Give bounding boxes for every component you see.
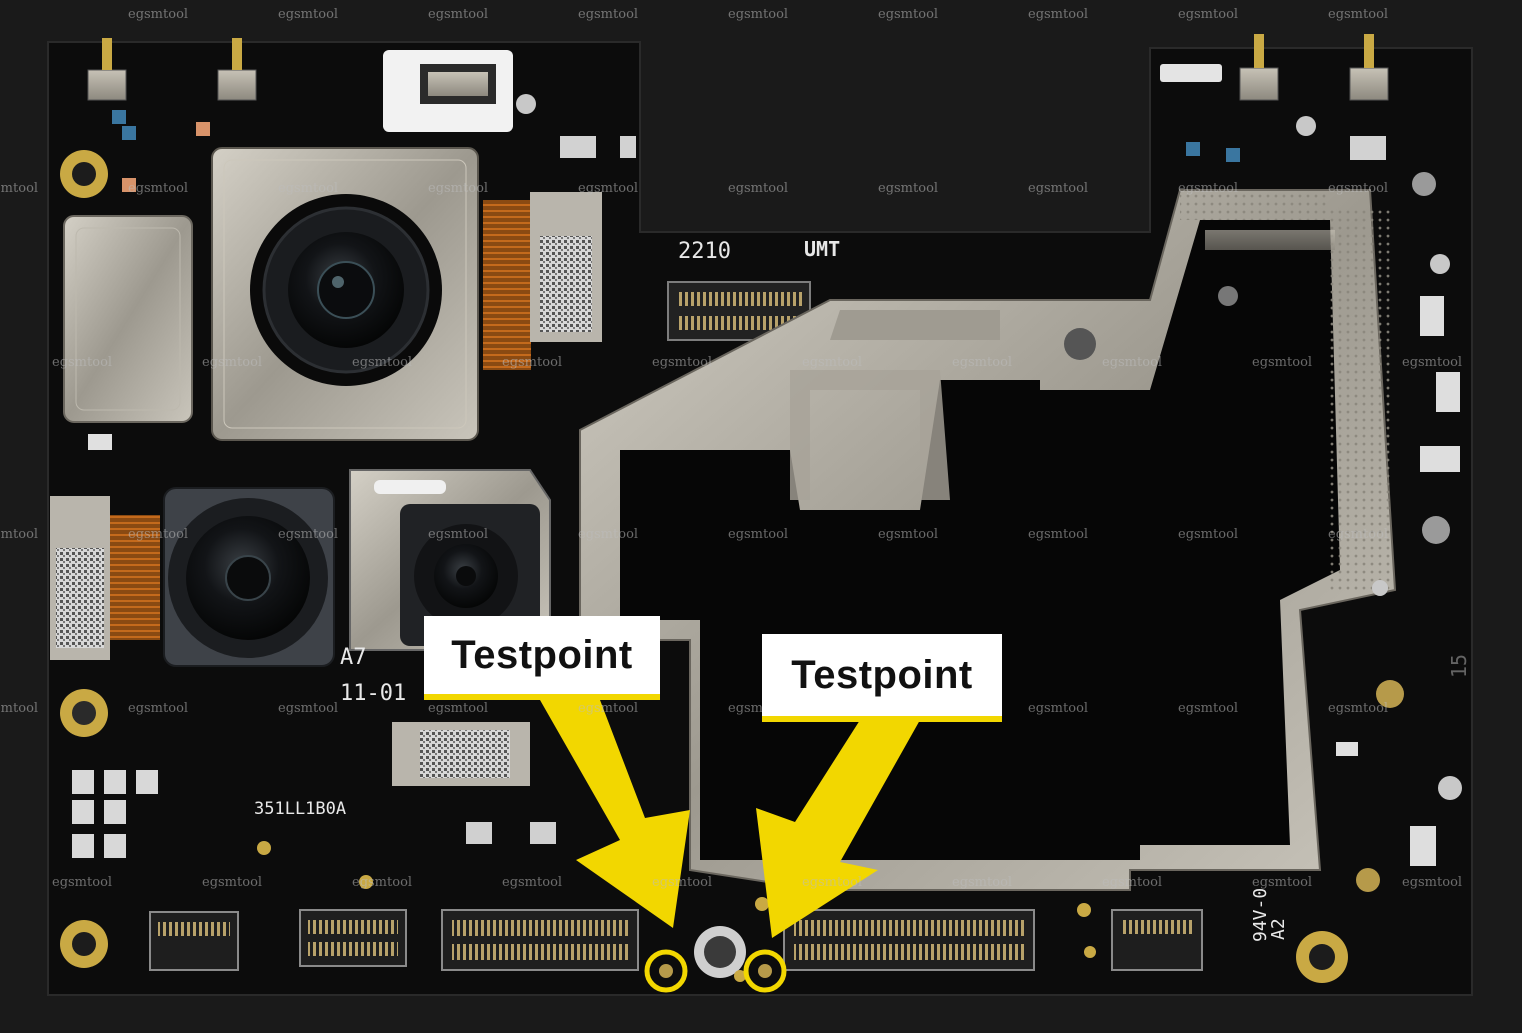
smd-components [72,94,1462,982]
watermark-text: egsmtool [1252,875,1312,890]
watermark-text: egsmtool [1328,701,1388,716]
watermark-text: egsmtool [578,701,638,716]
watermark-text: egsmtool [878,181,938,196]
watermark-text: egsmtool [578,7,638,22]
watermark-text: egsmtool [202,875,262,890]
watermark-text: egsmtool [728,527,788,542]
testpoint-markers [644,949,787,993]
watermark-text: egsmtool [1028,701,1088,716]
bottom-connectors [149,909,1203,978]
watermark-text: egsmtool [578,527,638,542]
watermark-text: egsmtool [1102,875,1162,890]
watermark-text: egsmtool [428,701,488,716]
watermark-text: egsmtool [0,527,38,542]
watermark-text: egsmtool [1028,7,1088,22]
watermark-text: egsmtool [652,355,712,370]
watermark-text: egsmtool [1102,355,1162,370]
watermark-text: egsmtool [1402,355,1462,370]
watermark-text: egsmtool [1178,181,1238,196]
depth-camera [349,469,551,651]
pcb-date2: 11-01 [340,681,406,706]
pcb-brand: UMT [804,237,840,261]
watermark-text: egsmtool [578,181,638,196]
watermark-text: egsmtool [502,355,562,370]
watermark-text: egsmtool [1252,355,1312,370]
board-connector-top [667,281,811,341]
watermark-text: egsmtool [728,181,788,196]
watermark-text: egsmtool [1328,181,1388,196]
watermark-text: egsmtool [352,355,412,370]
watermark-text: egsmtool [1028,527,1088,542]
right-arrow [756,720,920,938]
watermark-text: egsmtool [52,875,112,890]
white-bracket [383,50,513,132]
watermark-text: egsmtool [878,7,938,22]
watermark-text: egsmtool [1328,527,1388,542]
watermark-text: egsmtool [878,527,938,542]
watermark-text: egsmtool [1178,7,1238,22]
flex-cable [110,200,531,640]
watermark-text: egsmtool [1178,527,1238,542]
watermark-text: egsmtool [52,355,112,370]
testpoint-label-right-text: Testpoint [791,652,973,697]
testpoint-label-right: Testpoint [762,634,1002,722]
pcb-serial: 351LL1B0A [254,799,346,819]
watermark-text: egsmtool [802,355,862,370]
watermark-text: egsmtool [128,181,188,196]
testpoint-label-left: Testpoint [424,616,660,700]
testpoint-right-ring [743,949,787,993]
ultrawide-camera [163,487,335,667]
antenna-contacts-left [87,38,257,101]
pcb-side-number: 15 [1447,654,1471,678]
pcb-board-rev: A2 [1268,918,1289,940]
watermark-text: egsmtool [278,181,338,196]
watermark-text: egsmtool [278,7,338,22]
watermark-text: egsmtool [128,701,188,716]
pointer-arrows [540,700,920,938]
qr-sticker [50,192,602,786]
watermark-text: egsmtool [1028,181,1088,196]
watermark-text: egsmtool [1328,7,1388,22]
mounting-holes [60,150,1348,983]
watermark-text: egsmtool [802,875,862,890]
pcb-fr-code: 94V-0 [1250,888,1271,942]
watermark-text: egsmtool [128,7,188,22]
watermark-text: egsmtool [952,355,1012,370]
watermark-text: egsmtool [352,875,412,890]
watermark-text: egsmtool [0,181,38,196]
watermark-text: egsmtool [428,527,488,542]
watermark-text: egsmtool [1178,701,1238,716]
watermark-text: egsmtool [502,875,562,890]
left-shield-can [63,215,193,423]
main-camera [211,147,479,441]
watermark-text: egsmtool [728,7,788,22]
left-arrow [540,700,690,928]
pcb-rev: A7 [340,645,367,670]
pcb-silkscreen: 2210 UMT A7 11-01 351LL1B0A 94V-0 A2 15 [254,237,1471,942]
watermark-text: egsmtool [278,701,338,716]
watermark-text: egsmtool [278,527,338,542]
testpoint-label-left-text: Testpoint [451,632,633,677]
watermark-text: egsmtool [428,181,488,196]
testpoint-left-ring [644,949,688,993]
antenna-contacts-right [1160,34,1389,101]
watermark-text: egsmtool [0,701,38,716]
watermark-text: egsmtool [128,527,188,542]
watermark-text: egsmtool [428,7,488,22]
pcb-date-code: 2210 [678,239,731,264]
watermark-text: egsmtool [652,875,712,890]
watermark-text: egsmtool [202,355,262,370]
watermark-text: egsmtool [952,875,1012,890]
watermark-text: egsmtool [1402,875,1462,890]
